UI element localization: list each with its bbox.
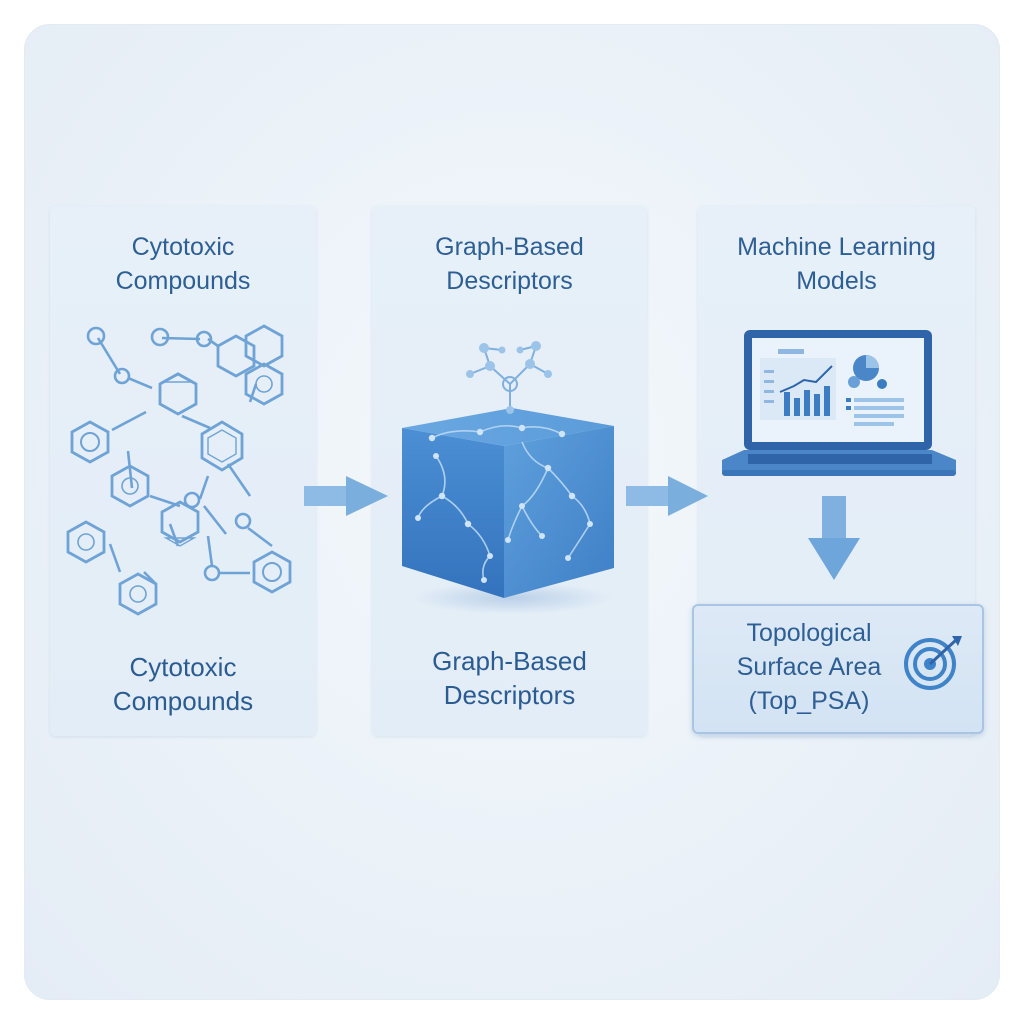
result-label: Topological Surface Area (Top_PSA) (714, 616, 904, 718)
panel-title: Cytotoxic Compounds (50, 230, 316, 298)
arrow-right-icon (304, 476, 388, 516)
panel-subtitle: Graph-Based Descriptors (372, 644, 647, 712)
panel-graph-based-descriptors: Graph-Based Descriptors (372, 206, 647, 736)
panel-cytotoxic-compounds: Cytotoxic Compounds (50, 206, 316, 736)
arrow-right-icon (626, 476, 708, 516)
panel-title-line: Compounds (115, 267, 251, 295)
target-icon (904, 636, 962, 690)
panel-subtitle-line: Graph-Based (432, 646, 587, 676)
panel-subtitle-line: Compounds (112, 686, 254, 716)
panel-title-line: Machine Learning (737, 233, 936, 261)
panel-title: Graph-Based Descriptors (372, 230, 647, 298)
panel-title: Machine Learning Models (698, 230, 975, 298)
panel-title-line: Graph-Based (435, 233, 584, 261)
result-box-top-psa: Topological Surface Area (Top_PSA) (692, 604, 984, 734)
panel-title-line: Models (796, 267, 877, 295)
graph-cube-icon (402, 341, 614, 614)
panel-title-line: Cytotoxic (131, 233, 235, 261)
panel-subtitle-line: Cytotoxic (129, 652, 237, 682)
molecule-network-icon (66, 324, 292, 616)
panel-subtitle-line: Descriptors (443, 680, 576, 710)
panel-title-line: Descriptors (446, 267, 573, 295)
laptop-dashboard-icon (722, 330, 956, 580)
result-label-line: Topological (746, 619, 872, 647)
result-label-line: Surface Area (736, 653, 882, 681)
result-label-line: (Top_PSA) (748, 687, 870, 715)
panel-subtitle: Cytotoxic Compounds (50, 650, 316, 718)
